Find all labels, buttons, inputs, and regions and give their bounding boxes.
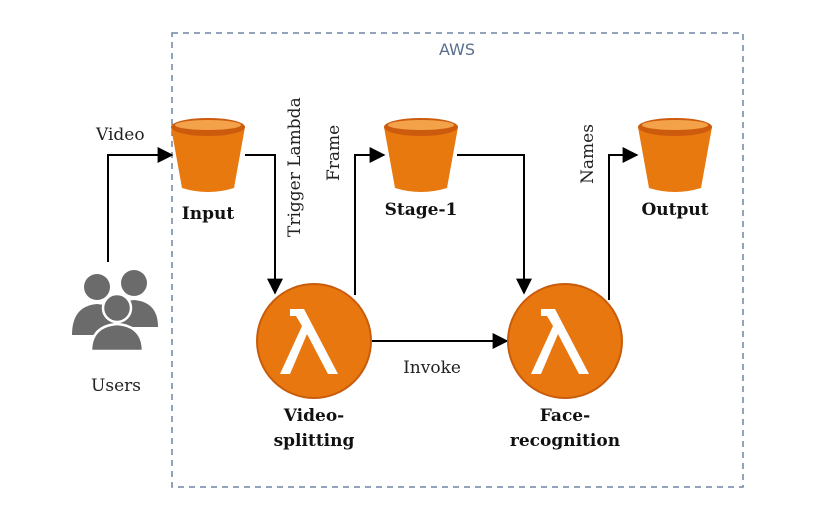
edge-label-names: Names (578, 124, 598, 184)
users-node: Users (72, 270, 158, 396)
edge-input-to-splitting (245, 154, 283, 295)
input-bucket: Input (171, 118, 245, 224)
lambda-icon (256, 283, 372, 399)
edge-users-to-input (107, 147, 174, 262)
face-recognition-label-line2: recognition (510, 431, 620, 451)
edge-label-frame: Frame (324, 125, 344, 181)
users-icon (72, 270, 158, 353)
video-splitting-label-line1: Video- (283, 406, 344, 426)
video-splitting-label-line2: splitting (274, 431, 355, 451)
stage1-bucket: Stage-1 (384, 118, 458, 220)
aws-group-border (171, 32, 744, 488)
edge-stage1-to-recognition (457, 154, 532, 295)
edge-splitting-to-stage1 (354, 147, 386, 295)
stage1-bucket-label: Stage-1 (385, 200, 458, 220)
users-label: Users (91, 376, 141, 396)
s3-bucket-icon (384, 118, 458, 192)
edge-label-video: Video (95, 125, 145, 145)
output-bucket: Output (638, 118, 712, 220)
s3-bucket-icon (638, 118, 712, 192)
face-recognition-label-line1: Face- (540, 406, 590, 426)
edge-label-trigger-lambda: Trigger Lambda (285, 97, 305, 237)
input-bucket-label: Input (182, 204, 235, 224)
lambda-icon (507, 283, 623, 399)
output-bucket-label: Output (641, 200, 708, 220)
edge-recognition-to-output (608, 147, 639, 300)
face-recognition-lambda: Face- recognition (507, 283, 623, 451)
video-splitting-lambda: Video- splitting (256, 283, 372, 451)
s3-bucket-icon (171, 118, 245, 192)
aws-group-label: AWS (439, 40, 475, 59)
edge-label-invoke: Invoke (403, 358, 461, 378)
